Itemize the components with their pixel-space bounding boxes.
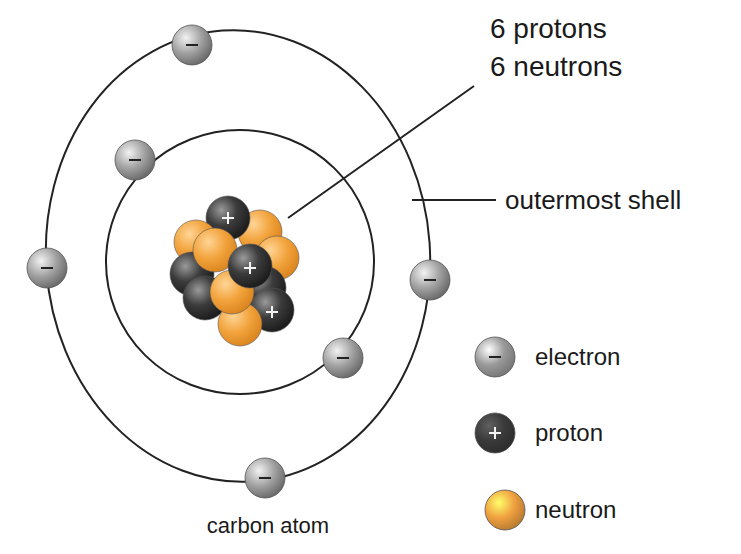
legend-label: neutron (535, 495, 616, 525)
leader-line (412, 199, 496, 201)
legend-swatch (472, 334, 518, 380)
particle-count: 6 neutrons (490, 50, 622, 84)
caption-text: carbon atom (207, 513, 329, 538)
outer-shell (31, 17, 446, 495)
label-text: 6 protons (490, 13, 607, 44)
legend-text: electron (535, 343, 620, 370)
legend-swatch (482, 487, 528, 533)
electron (27, 25, 450, 498)
legend-label: electron (535, 342, 620, 372)
legend-text: proton (535, 419, 603, 446)
particle-count: 6 protons (490, 12, 607, 46)
label-text: 6 neutrons (490, 51, 622, 82)
caption: carbon atom (207, 512, 329, 540)
leader-line (288, 86, 474, 218)
shell-label: outermost shell (505, 184, 681, 216)
legend-swatch (472, 410, 518, 456)
proton-sign (222, 212, 278, 318)
legend-text: neutron (535, 496, 616, 523)
label-text: outermost shell (505, 185, 681, 215)
legend-label: proton (535, 418, 603, 448)
nucleus (170, 196, 299, 346)
electron-sign (41, 45, 436, 478)
inner-shell (106, 130, 374, 394)
